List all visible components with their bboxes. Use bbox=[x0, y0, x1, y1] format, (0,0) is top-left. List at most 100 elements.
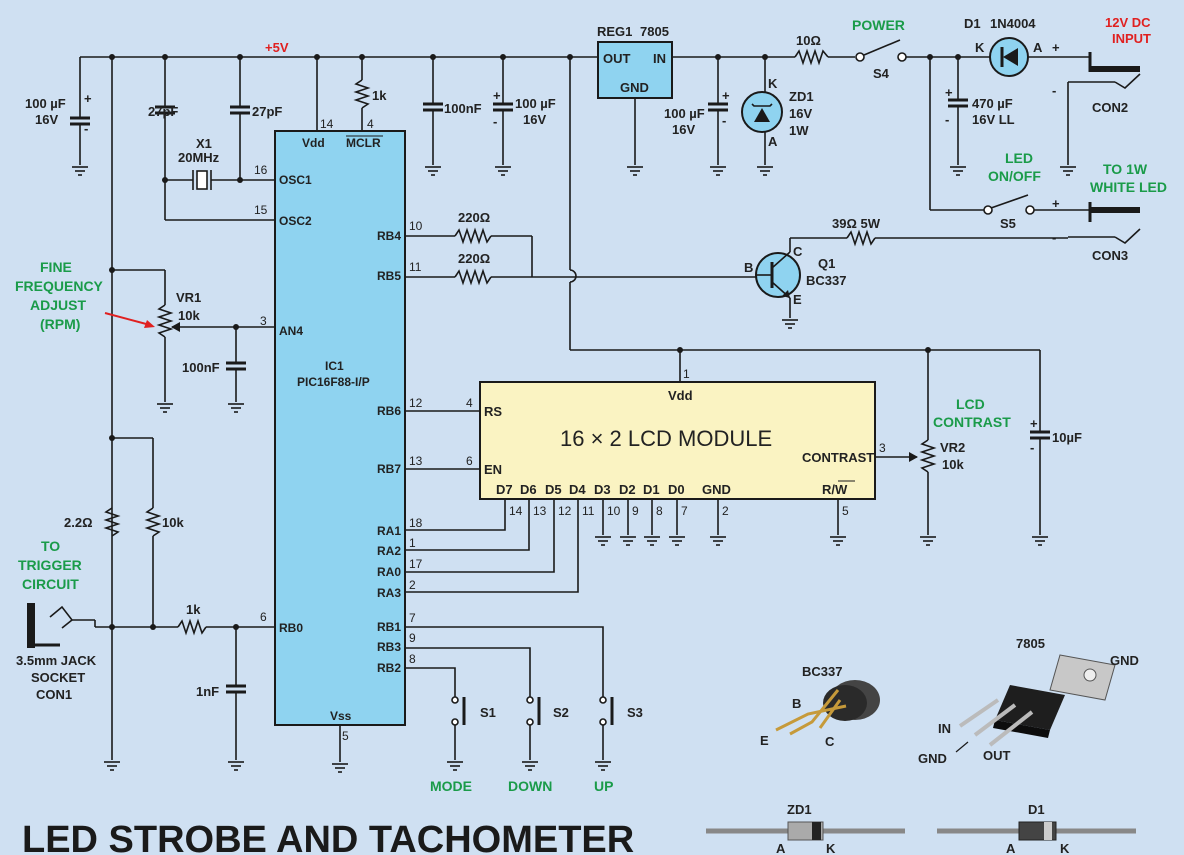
r220a-value: 220Ω bbox=[458, 210, 490, 225]
svg-text:+: + bbox=[493, 88, 501, 103]
ic1-pin-rb6: 12 bbox=[409, 396, 423, 410]
lcd-data-pin-2: 12 bbox=[558, 504, 572, 518]
q1-c: C bbox=[793, 244, 803, 259]
switch-s4: POWER S4 bbox=[852, 17, 907, 81]
fine-label-4: (RPM) bbox=[40, 316, 80, 332]
lcd-data-pin-3: 11 bbox=[582, 504, 595, 518]
ic1-pin-rb7: 13 bbox=[409, 454, 423, 468]
con3-plus: + bbox=[1052, 196, 1060, 211]
c100n-vr-value: 100nF bbox=[182, 360, 220, 375]
lcd-data-label-4: D3 bbox=[594, 482, 611, 497]
ic1-ra0: RA0 bbox=[377, 565, 401, 579]
svg-text:-: - bbox=[945, 112, 949, 127]
svg-text:+: + bbox=[945, 85, 953, 100]
ic1-pin-an4: 3 bbox=[260, 314, 267, 328]
lcd-data-label-2: D5 bbox=[545, 482, 562, 497]
down-label: DOWN bbox=[508, 778, 552, 794]
s2-label: S2 bbox=[553, 705, 569, 720]
ground-symbol bbox=[643, 536, 661, 546]
ic1-rb4: RB4 bbox=[377, 229, 401, 243]
con2-plus: + bbox=[1052, 40, 1060, 55]
c100u-mid-volt: 16V bbox=[523, 112, 546, 127]
ic1-osc2: OSC2 bbox=[279, 214, 312, 228]
lcd-data-label-1: D6 bbox=[520, 482, 537, 497]
c27-1-value: 27pF bbox=[148, 104, 178, 119]
q1-name: Q1 bbox=[818, 256, 835, 271]
pinout-7805: 7805 GND IN GND OUT bbox=[918, 636, 1139, 766]
c470-value: 470 µF bbox=[972, 96, 1013, 111]
lcd-en: EN bbox=[484, 462, 502, 477]
mode-label: MODE bbox=[430, 778, 472, 794]
lcd-vdd: Vdd bbox=[668, 388, 693, 403]
capacitor-c-left: +- 100 µF 16V bbox=[25, 57, 92, 176]
ic1-rb7: RB7 bbox=[377, 462, 401, 476]
lcd-gnd: GND bbox=[702, 482, 731, 497]
s1-label: S1 bbox=[480, 705, 496, 720]
q1-part: BC337 bbox=[806, 273, 846, 288]
d1-pinout-a: A bbox=[1006, 841, 1016, 855]
svg-text:+: + bbox=[1030, 416, 1038, 431]
connector-con2: 12V DC INPUT + - CON2 bbox=[1052, 15, 1151, 176]
ic1-pin-osc2: 15 bbox=[254, 203, 268, 217]
lcd-data-pin-5: 9 bbox=[632, 504, 639, 518]
ic1-mclr-label: MCLR bbox=[346, 136, 381, 150]
svg-text:-: - bbox=[84, 121, 88, 136]
rail-label: +5V bbox=[265, 40, 289, 55]
con2-minus: - bbox=[1052, 83, 1056, 98]
con2-label: CON2 bbox=[1092, 100, 1128, 115]
con1-label-1: 3.5mm JACK bbox=[16, 653, 97, 668]
reg1-in: IN bbox=[653, 51, 666, 66]
bc337-pinout-name: BC337 bbox=[802, 664, 842, 679]
to-led-label-2: WHITE LED bbox=[1090, 179, 1167, 195]
lcd-pin-rw: 5 bbox=[842, 504, 849, 518]
ic1-pin-osc1: 16 bbox=[254, 163, 268, 177]
reg-gnd-tab: GND bbox=[1110, 653, 1139, 668]
trigger-label-2: TRIGGER bbox=[18, 557, 82, 573]
ic1-rb0: RB0 bbox=[279, 621, 303, 635]
x1-name: X1 bbox=[196, 136, 212, 151]
ic1-ra2: RA2 bbox=[377, 544, 401, 558]
ic1-pin-ra2: 1 bbox=[409, 536, 416, 550]
zd1-name: ZD1 bbox=[789, 89, 814, 104]
capacitor-c100u-reg: +- 100 µF 16V bbox=[664, 57, 730, 176]
trigger-label-1: TO bbox=[41, 538, 60, 554]
capacitor-c470: +- 470 µF 16V LL bbox=[945, 57, 1015, 176]
zd1-volt: 16V bbox=[789, 106, 812, 121]
con3-label: CON3 bbox=[1092, 248, 1128, 263]
ic1-vss-label: Vss bbox=[330, 709, 352, 723]
pinout-zd1: ZD1 A K bbox=[706, 802, 905, 855]
d1-pinout-name: D1 bbox=[1028, 802, 1045, 817]
reg1-out: OUT bbox=[603, 51, 631, 66]
diode-d1: K A D1 1N4004 bbox=[964, 16, 1043, 77]
reg1-name: REG1 bbox=[597, 24, 632, 39]
ic1-pin-rb5: 11 bbox=[409, 260, 422, 274]
ic1-pin-rb3: 9 bbox=[409, 631, 416, 645]
up-label: UP bbox=[594, 778, 613, 794]
pinout-bc337: BC337 B E C bbox=[760, 664, 880, 749]
lcd-contrast-label-2: CONTRAST bbox=[933, 414, 1011, 430]
lcd-module: Vdd 16 × 2 LCD MODULE RS EN CONTRAST GND… bbox=[405, 381, 876, 593]
s4-label: S4 bbox=[873, 66, 890, 81]
c10u-value: 10µF bbox=[1052, 430, 1082, 445]
ic1-pin-ra1: 18 bbox=[409, 516, 423, 530]
resistor-mclr: 1k bbox=[316, 57, 387, 131]
ic1-rb5: RB5 bbox=[377, 269, 401, 283]
vr2-name: VR2 bbox=[940, 440, 965, 455]
r-mclr-value: 1k bbox=[372, 88, 387, 103]
reg1-part: 7805 bbox=[640, 24, 669, 39]
lcd-contrast: CONTRAST bbox=[802, 450, 874, 465]
c100n-top-value: 100nF bbox=[444, 101, 482, 116]
zd1-pinout-name: ZD1 bbox=[787, 802, 812, 817]
vr2-value: 10k bbox=[942, 457, 964, 472]
bc337-b: B bbox=[792, 696, 801, 711]
lcd-contrast-label-1: LCD bbox=[956, 396, 985, 412]
lcd-title: 16 × 2 LCD MODULE bbox=[560, 426, 772, 451]
ic1-ra3: RA3 bbox=[377, 586, 401, 600]
trigger-label-3: CIRCUIT bbox=[22, 576, 79, 592]
lcd-pin-gnd: 2 bbox=[722, 504, 729, 518]
r22-value: 2.2Ω bbox=[64, 515, 93, 530]
ic1-pin-ra0: 17 bbox=[409, 557, 423, 571]
d1-part: 1N4004 bbox=[990, 16, 1036, 31]
lcd-data-pin-4: 10 bbox=[607, 504, 621, 518]
